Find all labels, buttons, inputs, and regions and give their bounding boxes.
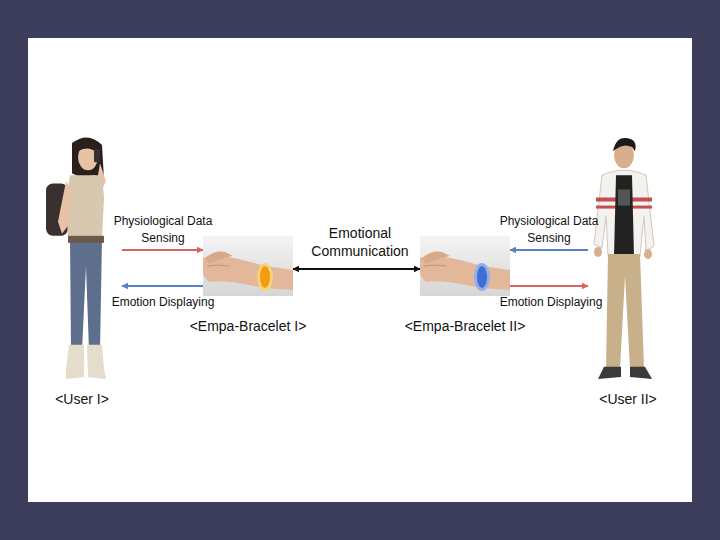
node-label: <User I> xyxy=(55,391,109,408)
bracelet-image: <Empa-Bracelet I> xyxy=(203,236,293,296)
arrow-connector xyxy=(510,249,588,251)
bracelet-image: <Empa-Bracelet II> xyxy=(420,236,510,296)
arrow-connector xyxy=(122,249,203,251)
node-label: <Empa-Bracelet I> xyxy=(190,318,307,335)
user-figure: <User I> xyxy=(42,135,122,387)
arrow-connector xyxy=(510,285,588,287)
node-label: <User II> xyxy=(599,391,657,408)
edge-label: Physiological Data Sensing xyxy=(492,213,606,247)
edge-label: Emotional Communication xyxy=(298,224,422,260)
edge-label: Emotion Displaying xyxy=(100,295,226,310)
node-label: <Empa-Bracelet II> xyxy=(405,318,526,335)
arrow-connector xyxy=(293,268,420,270)
edge-label: Emotion Displaying xyxy=(488,295,614,310)
arrow-connector xyxy=(122,285,203,287)
edge-label: Physiological Data Sensing xyxy=(106,213,220,247)
user-figure: <User II> xyxy=(588,135,668,387)
